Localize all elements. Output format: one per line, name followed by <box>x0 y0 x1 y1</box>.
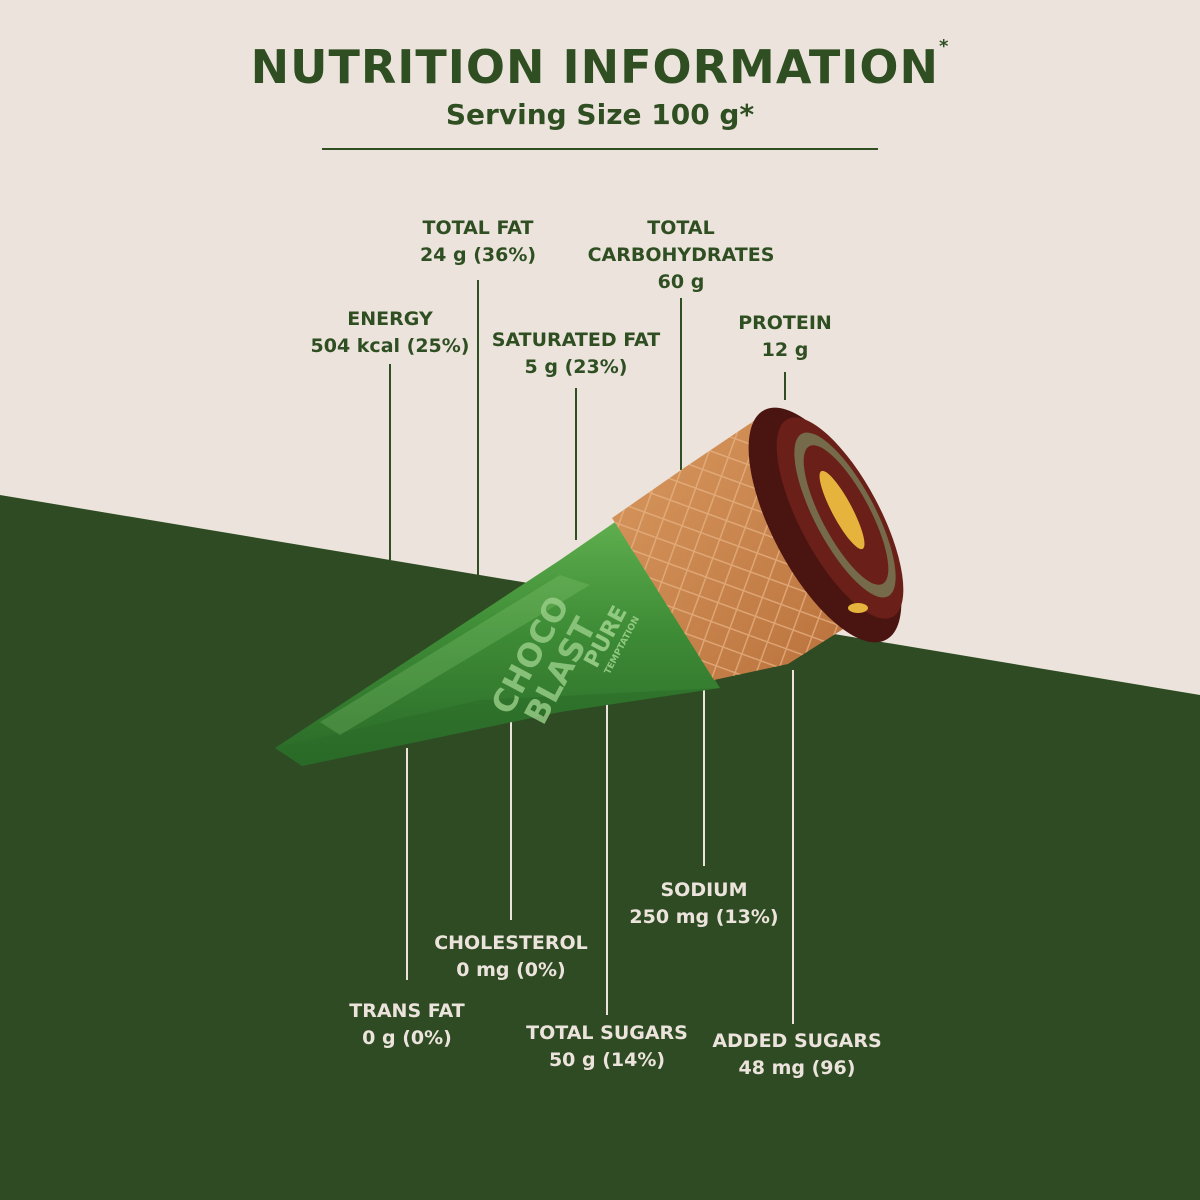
nutrient-label: CHOLESTEROL <box>434 932 588 954</box>
nutrient-value: 48 mg (96) <box>738 1057 856 1079</box>
nutrient-protein: PROTEIN 12 g <box>645 310 925 364</box>
nutrient-label: TOTAL CARBOHYDRATES <box>587 217 775 266</box>
caramel-filling <box>819 470 865 550</box>
title-divider <box>322 148 878 150</box>
nutrient-label: TRANS FAT <box>349 1000 465 1022</box>
title-footnote-mark: * <box>938 36 950 57</box>
nutrient-total-carbohydrates: TOTAL CARBOHYDRATES 60 g <box>581 215 781 296</box>
nutrient-value: 0 mg (0%) <box>456 959 566 981</box>
nutrient-label: TOTAL FAT <box>422 217 534 239</box>
ice-cream-cone: PURE TEMPTATION CHOCO BLAST <box>275 407 904 766</box>
nutrient-label: PROTEIN <box>738 312 832 334</box>
nutrient-value: 5 g (23%) <box>524 356 628 378</box>
nutrient-label: TOTAL SUGARS <box>526 1022 688 1044</box>
nutrient-value: 24 g (36%) <box>419 244 537 266</box>
nutrient-label: ENERGY <box>347 308 433 330</box>
background-green-band <box>0 495 1200 1200</box>
nutrient-added-sugars: ADDED SUGARS 48 mg (96) <box>657 1028 937 1082</box>
nutrient-value: 504 kcal (25%) <box>310 335 470 357</box>
page-title: NUTRITION INFORMATION* <box>250 36 950 94</box>
serving-size: Serving Size 100 g* <box>445 98 755 131</box>
nutrient-label: ADDED SUGARS <box>712 1030 882 1052</box>
nutrient-cholesterol: CHOLESTEROL 0 mg (0%) <box>371 930 651 984</box>
nutrient-value: 250 mg (13%) <box>629 906 779 928</box>
nutrient-value: 60 g <box>657 271 705 293</box>
nutrient-total-sugars: TOTAL SUGARS 50 g (14%) <box>467 1020 747 1074</box>
nutrient-value: 12 g <box>761 339 809 361</box>
connector-lines <box>389 280 786 575</box>
nutrient-label: SATURATED FAT <box>491 329 661 351</box>
nutrient-value: 0 g (0%) <box>362 1027 452 1049</box>
nutrient-energy: ENERGY 504 kcal (25%) <box>250 306 530 360</box>
nutrient-trans-fat: TRANS FAT 0 g (0%) <box>267 998 547 1052</box>
nutrient-label: SODIUM <box>660 879 748 901</box>
nutrient-total-fat: TOTAL FAT 24 g (36%) <box>338 215 618 269</box>
nutrient-saturated-fat: SATURATED FAT 5 g (23%) <box>436 327 716 381</box>
nutrient-value: 50 g (14%) <box>548 1049 666 1071</box>
nutrient-sodium: SODIUM 250 mg (13%) <box>564 877 844 931</box>
